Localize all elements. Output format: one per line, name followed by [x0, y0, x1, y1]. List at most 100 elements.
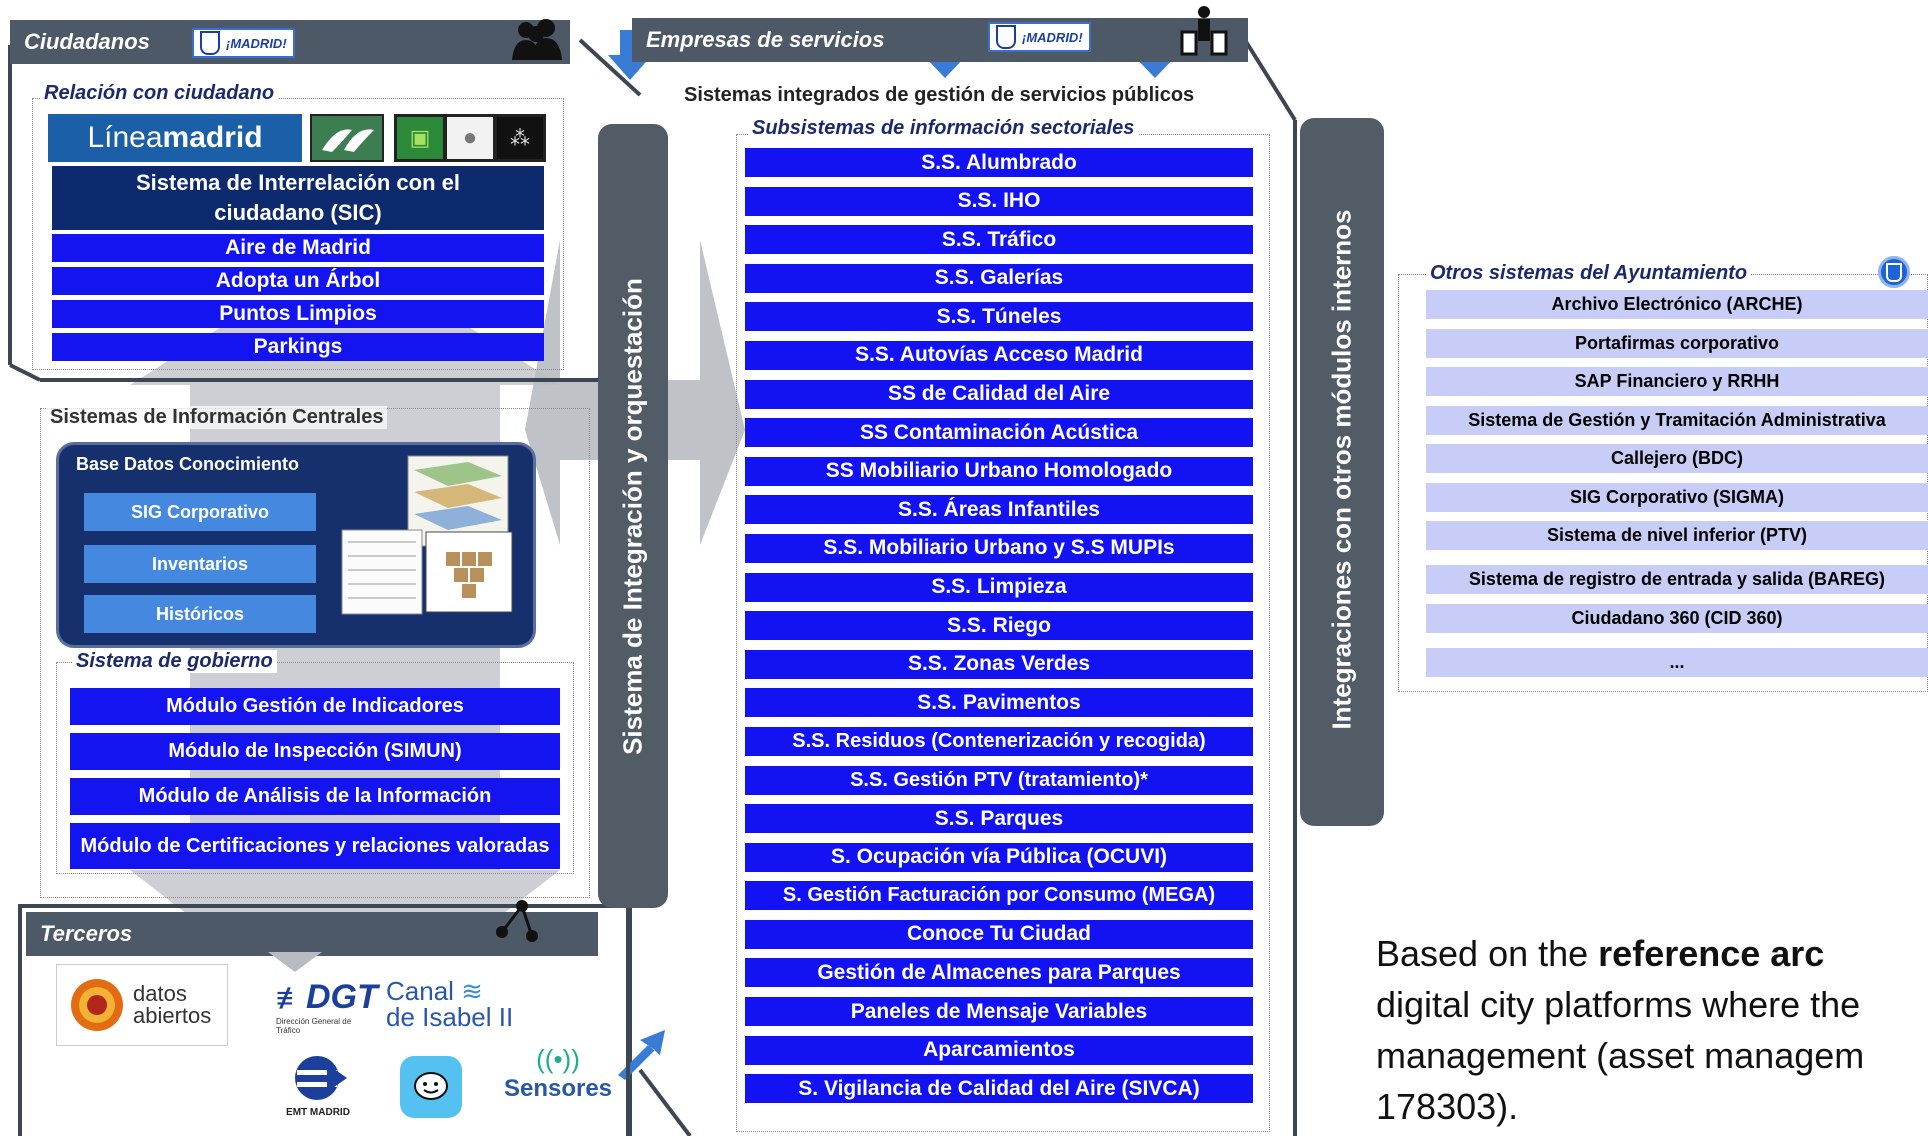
waze-icon [400, 1056, 462, 1118]
otros-list: Archivo Electrónico (ARCHE) Portafirmas … [1426, 290, 1928, 677]
integracion-label: Sistema de Integración y orquestación [617, 278, 648, 755]
gobierno-item: Módulo Gestión de Indicadores [70, 688, 560, 725]
network-icon [496, 900, 538, 942]
subsistema-item: SS Contaminación Acústica [745, 418, 1253, 448]
emt-logo: EMT MADRID [278, 1054, 358, 1118]
terceros-panel [18, 904, 630, 1136]
datos-abiertos-icon [71, 979, 123, 1031]
emt-icon [295, 1056, 347, 1100]
subsistema-item: Aparcamientos [745, 1035, 1253, 1065]
otros-item: Sistema de nivel inferior (PTV) [1426, 521, 1928, 550]
canal-logo: Canal ≋ de Isabel II [386, 978, 513, 1030]
gobierno-item: Módulo de Certificaciones y relaciones v… [70, 823, 560, 869]
relacion-panel [32, 98, 564, 370]
subsistema-item: S. Vigilancia de Calidad del Aire (SIVCA… [745, 1074, 1253, 1104]
blackberry-icon: ⁂ [497, 117, 543, 159]
subsistema-item: S. Gestión Facturación por Consumo (MEGA… [745, 881, 1253, 911]
apple-icon: ● [447, 117, 493, 159]
subsistema-item: Gestión de Almacenes para Parques [745, 958, 1253, 988]
connector-line [9, 363, 41, 382]
otros-item: ... [1426, 647, 1928, 677]
gobierno-item: Módulo de Análisis de la Información [70, 778, 560, 815]
base-datos-title: Base Datos Conocimiento [76, 454, 300, 474]
subsistema-item: S.S. Galerías [745, 263, 1253, 293]
base-item: Inventarios [84, 545, 316, 583]
otros-item: Portafirmas corporativo [1426, 328, 1928, 358]
subsistemas-list: S.S. Alumbrado S.S. IHO S.S. Tráfico S.S… [745, 148, 1253, 1104]
canal-line1: Canal [386, 976, 454, 1006]
otros-item: Sistema de Gestión y Tramitación Adminis… [1426, 405, 1928, 435]
caption-line2: digital city platforms where the [1376, 984, 1861, 1025]
empresas-header-label: Empresas de servicios [646, 27, 885, 52]
ciudadanos-item: Parkings [52, 333, 544, 361]
ciudadanos-item: Aire de Madrid [52, 234, 544, 262]
empresas-badge-label: ¡MADRID! [1022, 29, 1083, 45]
madrid-shield-icon [200, 31, 220, 55]
internos-label: Integraciones con otros módulos internos [1326, 209, 1357, 730]
ciudadanos-list: Aire de Madrid Adopta un Árbol Puntos Li… [52, 234, 544, 361]
connector-line [578, 38, 642, 97]
platform-icons: ▣ ● ⁂ [394, 114, 546, 162]
madrid-shield-icon [996, 25, 1016, 49]
otros-item: Archivo Electrónico (ARCHE) [1426, 290, 1928, 319]
gis-layers-illustration [341, 455, 513, 615]
subsistema-item: Conoce Tu Ciudad [745, 919, 1253, 949]
base-item: SIG Corporativo [84, 493, 316, 531]
terceros-header-label: Terceros [40, 921, 133, 946]
centrales-title: Sistemas de Información Centrales [46, 406, 388, 429]
otros-title: Otros sistemas del Ayuntamiento [1426, 262, 1752, 285]
caption-line3: management (asset managem [1376, 1035, 1865, 1076]
subsistema-item: S.S. Gestión PTV (tratamiento)* [745, 765, 1253, 795]
otros-item: Sistema de registro de entrada y salida … [1426, 565, 1928, 594]
canal-wave-icon: ≋ [453, 976, 483, 1006]
subsistema-item: S.S. Parques [745, 804, 1253, 834]
integracion-bar: Sistema de Integración y orquestación [598, 124, 668, 908]
subsistema-item: S.S. Zonas Verdes [745, 649, 1253, 679]
down-triangle [268, 952, 322, 972]
ayuntamiento-app-icon [310, 114, 384, 162]
madrid-badge: ¡MADRID! [192, 28, 295, 58]
ciudadanos-item: Adopta un Árbol [52, 267, 544, 295]
caption-text: Based on the reference arc digital city … [1376, 928, 1928, 1132]
datos-line1: datos [133, 981, 187, 1006]
dgt-logo: ≢DGT Dirección General de Tráfico [276, 978, 378, 1035]
subsistema-item: S.S. Pavimentos [745, 688, 1253, 718]
people-icon [512, 19, 562, 60]
connector-line [1243, 38, 1297, 122]
subsistema-item: S.S. Túneles [745, 302, 1253, 332]
otros-item: Callejero (BDC) [1426, 444, 1928, 473]
subsistema-item: S.S. IHO [745, 186, 1253, 216]
caption-line1b: reference arc [1598, 933, 1825, 974]
integrados-title: Sistemas integrados de gestión de servic… [684, 84, 1195, 106]
madrid-badge: ¡MADRID! [988, 22, 1091, 52]
subsistema-item: S.S. Áreas Infantiles [745, 495, 1253, 525]
dgt-sub: Dirección General de Tráfico [276, 1017, 352, 1035]
emt-label: EMT MADRID [286, 1107, 350, 1118]
ciudadanos-header-label: Ciudadanos [24, 29, 150, 54]
lineamadrid-light: Línea [87, 121, 163, 154]
lineamadrid-bold: madrid [162, 121, 263, 154]
dgt-mark-icon: ≢ [276, 982, 306, 1015]
subsistemas-title: Subsistemas de información sectoriales [748, 117, 1139, 140]
subsistema-item: S. Ocupación vía Pública (OCUVI) [745, 842, 1253, 872]
datos-abiertos-logo: datos abiertos [56, 964, 228, 1046]
subsistema-item: Paneles de Mensaje Variables [745, 997, 1253, 1027]
gobierno-item: Módulo de Inspección (SIMUN) [70, 733, 560, 770]
connector-line [638, 1068, 692, 1136]
down-arrow [608, 30, 652, 80]
sensores-label: Sensores [503, 1075, 613, 1102]
subsistema-item: S.S. Riego [745, 611, 1253, 641]
subsistema-item: S.S. Tráfico [745, 225, 1253, 255]
subsistema-item: SS Mobiliario Urbano Homologado [745, 456, 1253, 486]
subsistema-item: S.S. Mobiliario Urbano y S.S MUPIs [745, 533, 1253, 563]
empresas-header: Empresas de servicios [632, 18, 1248, 62]
gobierno-panel [56, 662, 574, 874]
dgt-label: DGT [306, 978, 378, 1016]
subsistema-item: SS de Calidad del Aire [745, 379, 1253, 409]
sensores-logo: ((•)) Sensores [498, 1044, 618, 1103]
base-item: Históricos [84, 595, 316, 633]
datos-line2: abiertos [133, 1003, 212, 1028]
subsistema-item: S.S. Alumbrado [745, 148, 1253, 177]
sensor-wave-icon: ((•)) [536, 1044, 580, 1074]
sic-box: Sistema de Interrelación con el ciudadan… [52, 166, 544, 230]
